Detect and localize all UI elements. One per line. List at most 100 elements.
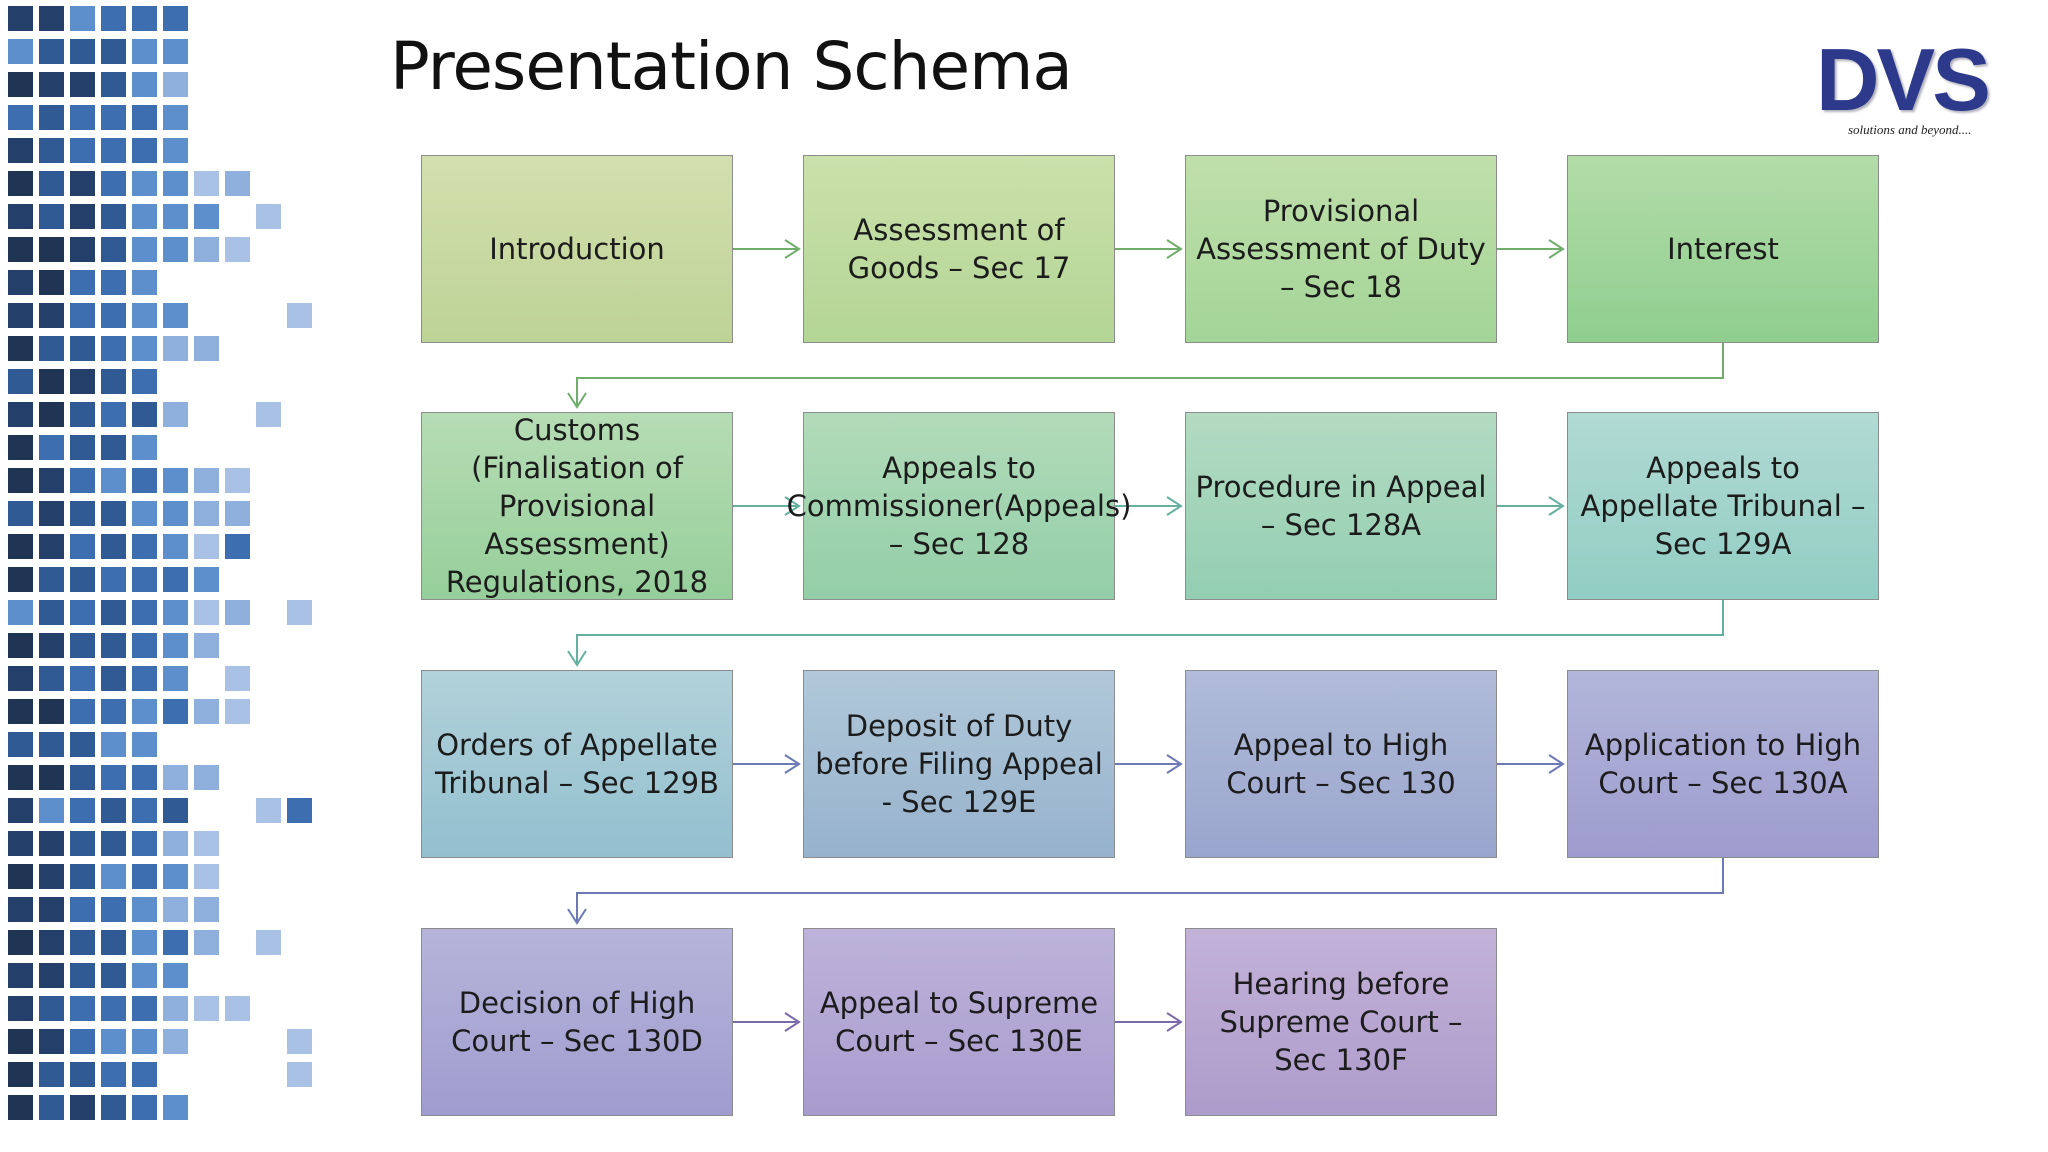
mosaic-tile xyxy=(101,732,126,757)
mosaic-tile xyxy=(70,270,95,295)
mosaic-tile xyxy=(70,567,95,592)
logo-tagline: solutions and beyond.... xyxy=(1848,122,1972,137)
mosaic-tile xyxy=(8,798,33,823)
mosaic-tile xyxy=(163,39,188,64)
mosaic-tile xyxy=(256,930,281,955)
mosaic-tile xyxy=(163,798,188,823)
mosaic-tile xyxy=(163,930,188,955)
mosaic-tile xyxy=(8,897,33,922)
mosaic-tile xyxy=(225,171,250,196)
mosaic-tile xyxy=(163,864,188,889)
mosaic-tile xyxy=(101,336,126,361)
mosaic-tile xyxy=(132,1062,157,1087)
mosaic-tile xyxy=(70,138,95,163)
mosaic-tile xyxy=(39,171,64,196)
mosaic-tile xyxy=(8,468,33,493)
mosaic-tile xyxy=(101,402,126,427)
mosaic-tile xyxy=(101,996,126,1021)
mosaic-tile xyxy=(39,699,64,724)
mosaic-tile xyxy=(132,666,157,691)
mosaic-tile xyxy=(70,204,95,229)
flow-step-label: Appeal to Supreme Court – Sec 130E xyxy=(819,986,1099,1058)
mosaic-tile xyxy=(163,1095,188,1120)
mosaic-tile xyxy=(70,732,95,757)
mosaic-tile xyxy=(194,237,219,262)
mosaic-tile xyxy=(8,435,33,460)
page-title: Presentation Schema xyxy=(390,28,1073,105)
mosaic-tile xyxy=(8,501,33,526)
mosaic-tile xyxy=(101,963,126,988)
mosaic-tile xyxy=(8,402,33,427)
mosaic-tile xyxy=(39,798,64,823)
row-wrap-connector xyxy=(576,600,1724,664)
mosaic-tile xyxy=(39,435,64,460)
mosaic-tile xyxy=(8,1029,33,1054)
mosaic-tile xyxy=(39,1095,64,1120)
flow-step-5: Customs (Finalisation of Provisional Ass… xyxy=(421,412,733,600)
mosaic-tile xyxy=(39,534,64,559)
arrow-head xyxy=(1166,754,1183,774)
arrow-head xyxy=(1166,1012,1183,1032)
mosaic-tile xyxy=(70,501,95,526)
row-wrap-connector xyxy=(576,343,1724,406)
mosaic-tile xyxy=(39,72,64,97)
mosaic-tile xyxy=(132,699,157,724)
flow-step-label: Decision of High Court – Sec 130D xyxy=(451,986,703,1058)
flow-step-label: Appeals to Commissioner(Appeals) – Sec 1… xyxy=(786,451,1132,561)
mosaic-tile xyxy=(70,699,95,724)
mosaic-tile xyxy=(70,930,95,955)
mosaic-tile xyxy=(70,171,95,196)
mosaic-tile xyxy=(194,996,219,1021)
mosaic-tile xyxy=(194,468,219,493)
arrow-head xyxy=(567,392,587,409)
mosaic-tile xyxy=(101,204,126,229)
mosaic-tile xyxy=(101,897,126,922)
mosaic-tile xyxy=(194,765,219,790)
mosaic-tile xyxy=(132,765,157,790)
mosaic-tile xyxy=(225,501,250,526)
mosaic-tile xyxy=(163,600,188,625)
mosaic-tile xyxy=(101,600,126,625)
mosaic-tile xyxy=(70,105,95,130)
mosaic-tile xyxy=(132,435,157,460)
mosaic-tile xyxy=(256,798,281,823)
mosaic-tile xyxy=(39,666,64,691)
flow-step-label: Procedure in Appeal – Sec 128A xyxy=(1195,470,1487,542)
mosaic-tile xyxy=(163,765,188,790)
flow-step-label: Provisional Assessment of Duty – Sec 18 xyxy=(1196,194,1486,304)
mosaic-tile xyxy=(132,39,157,64)
mosaic-tile xyxy=(132,402,157,427)
mosaic-tile xyxy=(39,831,64,856)
mosaic-tile xyxy=(101,666,126,691)
flow-step-label: Interest xyxy=(1667,232,1779,266)
flow-step-label: Orders of Appellate Tribunal – Sec 129B xyxy=(434,728,720,800)
mosaic-tile xyxy=(132,270,157,295)
mosaic-tile xyxy=(256,402,281,427)
mosaic-tile xyxy=(8,171,33,196)
mosaic-tile xyxy=(132,501,157,526)
mosaic-tile xyxy=(101,1062,126,1087)
arrow-head xyxy=(1166,496,1183,516)
mosaic-tile xyxy=(70,72,95,97)
mosaic-tile xyxy=(8,831,33,856)
arrow-head xyxy=(1548,496,1565,516)
mosaic-tile xyxy=(287,1029,312,1054)
mosaic-tile xyxy=(39,1029,64,1054)
mosaic-tile xyxy=(163,534,188,559)
mosaic-tile xyxy=(39,237,64,262)
mosaic-tile xyxy=(163,1029,188,1054)
mosaic-tile xyxy=(70,303,95,328)
mosaic-tile xyxy=(194,567,219,592)
mosaic-tile xyxy=(132,633,157,658)
mosaic-tile xyxy=(194,897,219,922)
mosaic-tile xyxy=(101,567,126,592)
mosaic-tile xyxy=(163,336,188,361)
mosaic-tile xyxy=(194,534,219,559)
mosaic-tile xyxy=(132,864,157,889)
mosaic-tile xyxy=(132,1095,157,1120)
mosaic-tile xyxy=(132,171,157,196)
mosaic-tile xyxy=(132,204,157,229)
mosaic-tile xyxy=(70,369,95,394)
flow-step-14: Appeal to Supreme Court – Sec 130E xyxy=(803,928,1115,1116)
mosaic-tile xyxy=(132,468,157,493)
